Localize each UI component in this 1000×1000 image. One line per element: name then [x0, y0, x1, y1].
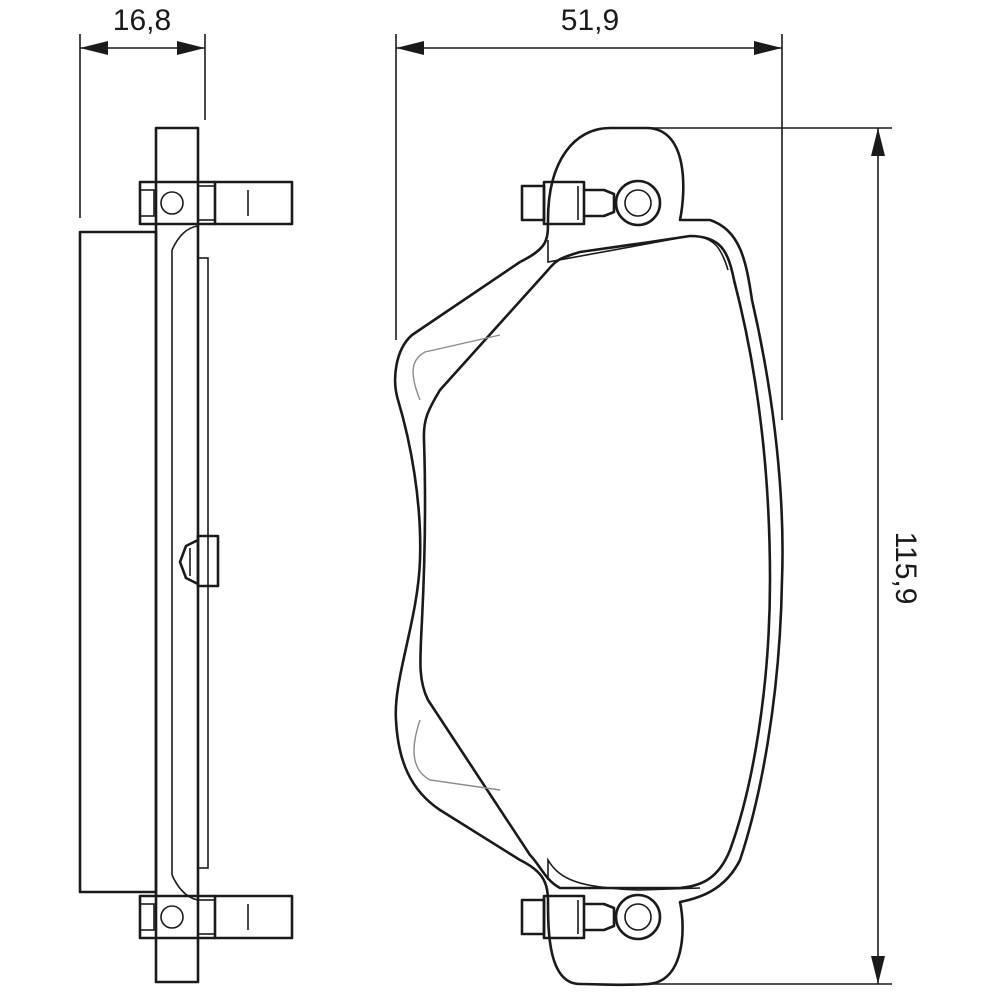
- side-view: 16,8: [78, 4, 294, 984]
- bottom-clip-side: [138, 894, 294, 940]
- plate-inner-bottom: [547, 857, 701, 891]
- plate-inner-top: [547, 235, 729, 271]
- top-clip-side: [138, 180, 294, 226]
- shim-layer: [171, 225, 199, 251]
- shim-layer-bottom: [171, 874, 199, 901]
- length-dimension: 115,9: [648, 127, 922, 985]
- front-view: 51,9 115,9: [393, 4, 922, 987]
- width-label: 51,9: [561, 4, 619, 37]
- wear-indicator-side: [178, 534, 220, 588]
- friction-lining-side: [78, 230, 158, 894]
- width-dimension: 51,9: [395, 4, 783, 420]
- thickness-label: 16,8: [113, 4, 171, 37]
- backing-plate-outline: [393, 126, 784, 987]
- thickness-dimension: 16,8: [79, 4, 206, 218]
- chamfer-line-top: [412, 334, 501, 401]
- bottom-clip-front: [520, 893, 662, 941]
- backing-plate-side: [154, 126, 200, 984]
- top-clip-front: [520, 179, 662, 227]
- chamfer-line-bottom: [413, 719, 501, 791]
- friction-pad-outline: [419, 234, 772, 890]
- length-label: 115,9: [889, 532, 922, 605]
- shim-plate: [197, 257, 209, 869]
